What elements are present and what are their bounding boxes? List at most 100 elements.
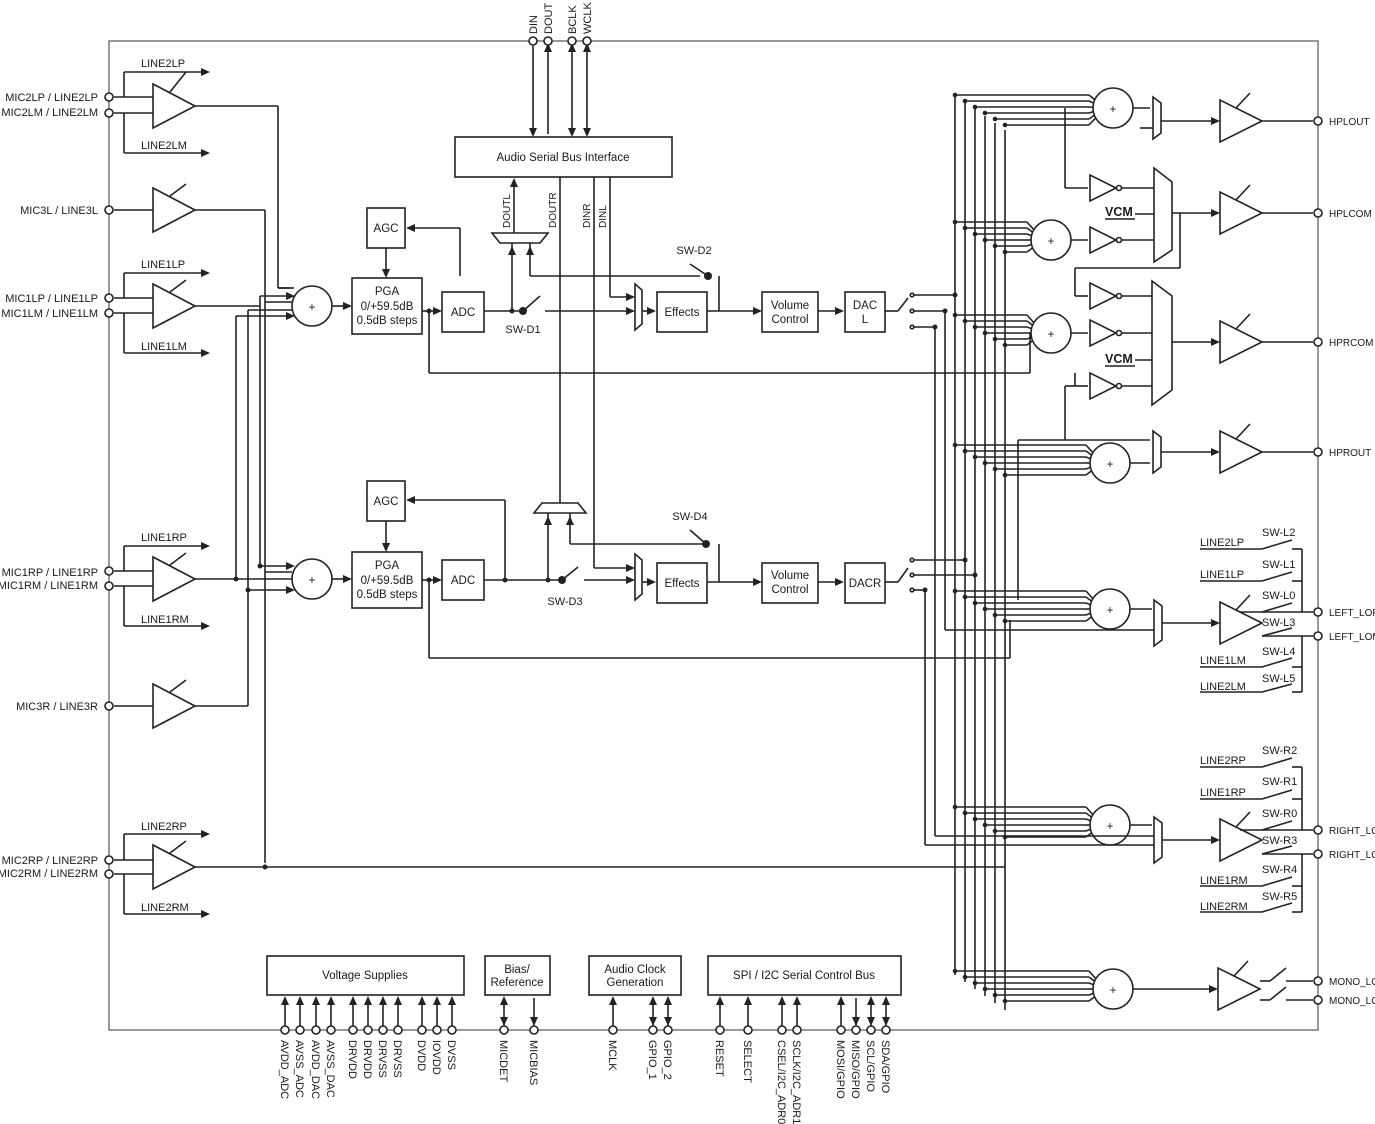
label-left-lom: LEFT_LOM	[1329, 632, 1375, 643]
pin-drvdd2[interactable]	[363, 1025, 373, 1035]
label-mic1lp: MIC1LP / LINE1LP	[5, 293, 98, 305]
pin-drvss1[interactable]	[378, 1025, 388, 1035]
left-effects-label: Effects	[665, 307, 700, 319]
pin-sda[interactable]	[881, 1025, 891, 1035]
pin-avdd-dac[interactable]	[311, 1025, 321, 1035]
pin-hplout[interactable]	[1313, 116, 1323, 126]
sw-r5-label: SW-R5	[1262, 891, 1297, 903]
pin-mic2rp[interactable]	[104, 855, 114, 865]
hprcom-mux	[1151, 279, 1173, 407]
pin-avss-adc[interactable]	[295, 1025, 305, 1035]
pin-cselad[interactable]	[777, 1025, 787, 1035]
audio-clock-generation-block	[588, 955, 682, 996]
pin-miso[interactable]	[851, 1025, 861, 1035]
sw-r4-label: SW-R4	[1262, 864, 1297, 876]
pin-sclk[interactable]	[792, 1025, 802, 1035]
right-adc-label: ADC	[451, 575, 475, 587]
hprcom-mixer-plus: +	[1048, 329, 1055, 341]
sw-l2-input: LINE2LP	[1200, 537, 1244, 549]
pin-avss-dac[interactable]	[326, 1025, 336, 1035]
right-pga-label-1: PGA	[375, 560, 400, 572]
doutr-label: DOUTR	[548, 192, 559, 228]
label-hplout: HPLOUT	[1329, 117, 1370, 128]
pin-label-drvss1: DRVSS	[376, 1040, 388, 1078]
sw-r1-input: LINE1RP	[1200, 787, 1246, 799]
sw-l4-label: SW-L4	[1262, 646, 1295, 658]
pin-reset[interactable]	[715, 1025, 725, 1035]
vcm-label-top: VCM	[1105, 205, 1133, 219]
pin-wclk[interactable]	[582, 36, 592, 46]
pin-mic1rm[interactable]	[104, 581, 114, 591]
right-volume-label-2: Control	[771, 584, 808, 596]
pin-avdd-adc[interactable]	[280, 1025, 290, 1035]
pin-micdet[interactable]	[499, 1025, 509, 1035]
pin-label-miso: MISO/GPIO	[849, 1040, 861, 1099]
audio-serial-bus-interface-label: Audio Serial Bus Interface	[497, 152, 630, 164]
pin-mic2lp[interactable]	[104, 92, 114, 102]
pin-dvdd[interactable]	[417, 1025, 427, 1035]
mic2r-amplifier	[152, 843, 197, 891]
vcm-label-bottom: VCM	[1105, 352, 1133, 366]
pin-left-lom[interactable]	[1313, 631, 1323, 641]
pin-right-lom[interactable]	[1313, 849, 1323, 859]
pin-mono-lom[interactable]	[1313, 995, 1323, 1005]
label-hplcom: HPLCOM	[1329, 209, 1372, 220]
pin-dout[interactable]	[543, 36, 553, 46]
pin-mic1rp[interactable]	[104, 566, 114, 576]
pin-gpio1[interactable]	[648, 1025, 658, 1035]
left-adc-block	[441, 291, 485, 333]
pin-mic3r[interactable]	[104, 701, 114, 711]
right-lineout-chain: + RIGHT_LOP RIGHT_LOM SW-R2 LINE2RP SW-R…	[925, 745, 1375, 913]
pin-bclk[interactable]	[567, 36, 577, 46]
pin-label-mclk: MCLK	[606, 1040, 618, 1071]
switch-label-swd2: SW-D2	[676, 245, 711, 257]
pin-micbias[interactable]	[529, 1025, 539, 1035]
pin-mono-lop[interactable]	[1313, 976, 1323, 986]
pin-gpio2[interactable]	[663, 1025, 673, 1035]
pin-mic2lm[interactable]	[104, 108, 114, 118]
pin-mic1lm[interactable]	[104, 308, 114, 318]
pin-label-mosi: MOSI/GPIO	[834, 1040, 846, 1099]
hplout-mux	[1152, 95, 1162, 141]
pin-label-bclk: BCLK	[567, 5, 579, 34]
right-adc-block	[441, 559, 485, 601]
label-mic2rp: MIC2RP / LINE2RP	[2, 855, 98, 867]
switch-label-swd4: SW-D4	[672, 511, 707, 523]
pin-label-sclk: SCLK/I2C_ADR1	[790, 1040, 802, 1124]
pin-mic3l[interactable]	[104, 205, 114, 215]
pin-drvdd1[interactable]	[348, 1025, 358, 1035]
pin-hprout[interactable]	[1313, 447, 1323, 457]
pin-label-iovdd: IOVDD	[430, 1040, 442, 1075]
pin-left-lop[interactable]	[1313, 607, 1323, 617]
pin-mosi[interactable]	[836, 1025, 846, 1035]
pin-dvss[interactable]	[447, 1025, 457, 1035]
sw-l2-label: SW-L2	[1262, 527, 1295, 539]
left-input-mixer-plus: +	[309, 302, 316, 314]
pin-right-lop[interactable]	[1313, 825, 1323, 835]
sw-r2-input: LINE2RP	[1200, 755, 1246, 767]
pin-label-micdet: MICDET	[497, 1040, 509, 1082]
right-input-mixer-plus: +	[309, 575, 316, 587]
pin-mic2rm[interactable]	[104, 869, 114, 879]
pin-mclk[interactable]	[608, 1025, 618, 1035]
sw-r1-label: SW-R1	[1262, 776, 1297, 788]
label-mic2lm: MIC2LM / LINE2LM	[1, 107, 98, 119]
pin-scl[interactable]	[866, 1025, 876, 1035]
label-mic1lm: MIC1LM / LINE1LM	[1, 308, 98, 320]
label-mono-lom: MONO_LOM	[1329, 996, 1375, 1007]
sw-r3-label: SW-R3	[1262, 835, 1297, 847]
pin-iovdd[interactable]	[432, 1025, 442, 1035]
chip-boundary	[108, 40, 1319, 1031]
pin-label-drvss2: DRVSS	[391, 1040, 403, 1078]
label-mono-lop: MONO_LOP	[1329, 977, 1375, 988]
pin-select[interactable]	[743, 1025, 753, 1035]
dac-left-label-2: L	[862, 314, 869, 326]
pin-din[interactable]	[528, 36, 538, 46]
pin-mic1lp[interactable]	[104, 293, 114, 303]
output-bus-lines	[924, 95, 1006, 1010]
label-hprout: HPROUT	[1329, 448, 1371, 459]
bypass-line2lm: LINE2LM	[141, 140, 187, 152]
pin-hprcom[interactable]	[1313, 337, 1323, 347]
pin-hplcom[interactable]	[1313, 208, 1323, 218]
pin-drvss2[interactable]	[393, 1025, 403, 1035]
